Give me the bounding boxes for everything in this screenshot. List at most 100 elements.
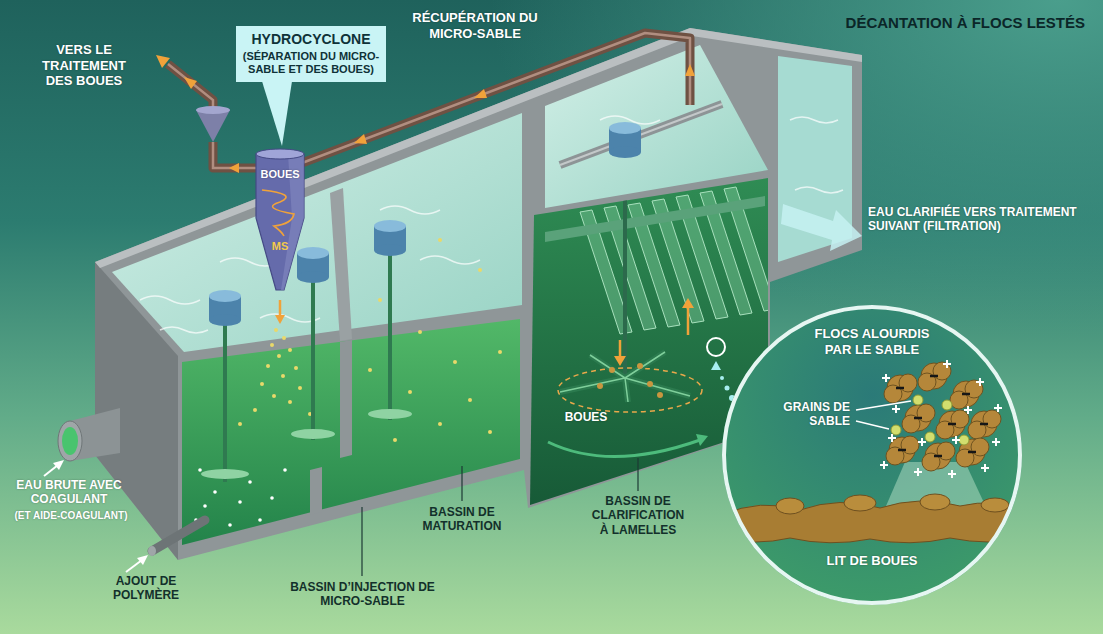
mixer	[311, 277, 315, 440]
sand-grain	[942, 400, 952, 410]
basin-cutaway	[310, 467, 322, 515]
lamellae	[614, 356, 626, 366]
sludge-label: BOUES	[556, 410, 616, 424]
micro-sand-particles	[498, 350, 502, 354]
pipe-label: RÉCUPÉRATION DU MICRO-SABLE	[400, 10, 550, 41]
basin-label: BASSIN DE MATURATION	[410, 505, 514, 534]
coagulated-particles	[213, 490, 217, 494]
pipe	[354, 134, 367, 144]
motor	[209, 122, 641, 326]
zoom-ring	[724, 307, 1020, 603]
micro-sand-particles	[488, 430, 492, 434]
micro-sand-particles	[418, 330, 422, 334]
coagulated-particles	[248, 480, 252, 484]
lamellae	[696, 434, 708, 446]
micro-sand-particles	[282, 336, 286, 340]
positive-charge	[992, 438, 1000, 446]
micro-sand-particles	[438, 238, 442, 242]
lamellae	[560, 352, 690, 402]
micro-sand-particles	[274, 328, 278, 332]
inlet-label: EAU BRUTE AVEC COAGULANT	[10, 478, 128, 507]
negative-charge	[914, 417, 922, 420]
callout-heading: HYDROCYCLONE	[242, 31, 380, 48]
lamellae	[647, 381, 653, 387]
mixer	[368, 409, 412, 419]
lamellae	[657, 392, 663, 398]
positive-charge	[914, 468, 922, 476]
mixer	[388, 250, 392, 420]
coagulated-particles	[238, 500, 242, 504]
floc	[937, 442, 955, 460]
positive-charge	[892, 405, 900, 413]
positive-charge	[981, 464, 989, 472]
zoom-view	[722, 462, 1025, 543]
micro-sand-particles	[266, 364, 270, 368]
motor	[209, 314, 241, 326]
callout-pointer	[262, 81, 292, 146]
zoom-link	[711, 361, 721, 370]
motor	[374, 220, 406, 232]
leader-line	[856, 401, 911, 410]
positive-charge	[943, 360, 951, 368]
zoom-view	[722, 305, 1022, 605]
floc	[880, 360, 1002, 478]
pipe	[279, 300, 282, 316]
zoom-heading: FLOCS ALOURDIS PAR LE SABLE	[802, 326, 942, 357]
hydrocyclone-top	[256, 149, 304, 159]
pipe	[168, 64, 213, 110]
micro-sand-particles	[288, 400, 292, 404]
positive-charge	[994, 404, 1002, 412]
motor	[374, 244, 406, 256]
inlet-label: AJOUT DE POLYMÈRE	[96, 574, 196, 603]
lamellae	[707, 338, 725, 356]
outlet-label: VERS LE TRAITEMENT DES BOUES	[28, 42, 140, 89]
pipe	[685, 64, 695, 76]
micro-sand-particles	[260, 382, 264, 386]
leader-line	[637, 458, 638, 491]
motor	[209, 290, 241, 302]
zoom-view	[776, 498, 804, 514]
mixer	[223, 320, 227, 482]
micro-sand-particles	[288, 348, 292, 352]
basin-cutaway	[182, 319, 520, 545]
positive-charge	[880, 461, 888, 469]
lamellae	[637, 363, 643, 369]
basin-cutaway	[340, 340, 352, 458]
floc	[971, 438, 989, 456]
micro-sand-particles	[277, 354, 281, 358]
zoom-view	[981, 498, 1009, 512]
micro-sand-particles	[238, 422, 242, 426]
basin-label: BASSIN D’INJECTION DE MICRO-SABLE	[290, 580, 435, 609]
pipe	[474, 89, 487, 98]
leader-line	[856, 421, 889, 429]
leader-line	[361, 507, 362, 576]
pipe	[213, 142, 258, 168]
micro-sand-particles	[408, 390, 412, 394]
vortex	[262, 190, 294, 236]
pointer-arrow	[126, 560, 142, 572]
leader-line	[461, 466, 462, 501]
hydrocyclone: BOUESMS	[254, 148, 306, 298]
negative-charge	[898, 449, 906, 452]
micro-sand-particles	[253, 408, 257, 412]
inlet-pipe	[148, 546, 156, 556]
part-label: LIT DE BOUES	[812, 553, 932, 569]
sand-grain	[925, 432, 935, 442]
outlet-label: EAU CLARIFIÉE VERS TRAITEMENT SUIVANT (F…	[868, 205, 1083, 234]
mixer	[201, 250, 412, 482]
callout-box: HYDROCYCLONE(SÉPARATION DU MICRO-SABLE E…	[236, 26, 386, 82]
sand-grain	[959, 435, 969, 445]
pointer-arrow	[137, 555, 148, 565]
positive-charge	[888, 434, 896, 442]
leader-line	[856, 401, 911, 429]
micro-sand-particles	[294, 366, 298, 370]
inlet-note: (ET AIDE-COAGULANT)	[8, 510, 134, 522]
floc	[899, 374, 917, 392]
micro-sand-particles	[438, 422, 442, 426]
motor	[609, 122, 641, 134]
coagulated-particles	[270, 496, 274, 500]
basin-label: BASSIN DE CLARIFICATION À LAMELLES	[588, 494, 688, 537]
positive-charge	[948, 470, 956, 478]
zoom-view	[722, 305, 1025, 605]
